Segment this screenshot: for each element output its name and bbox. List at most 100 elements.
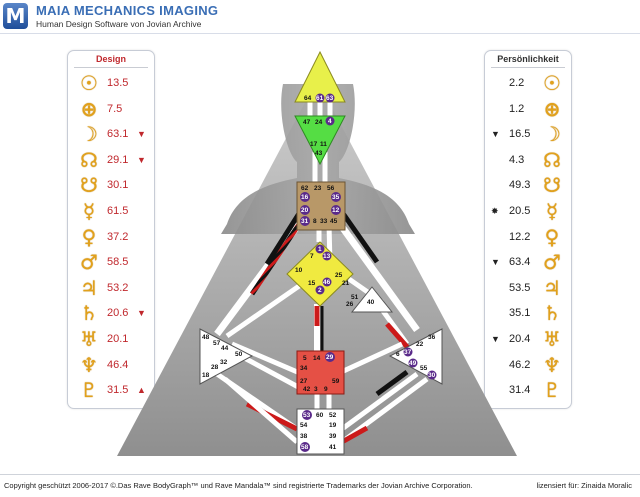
- design-row: ♅ 20.1: [68, 327, 154, 353]
- design-row: ☋30.1: [68, 173, 154, 199]
- app-header: M MAIA MECHANICS IMAGING Human Design So…: [0, 0, 640, 33]
- gate-35: 35: [332, 194, 340, 201]
- design-value: 13.5: [107, 77, 129, 89]
- gate-53: 53: [303, 412, 311, 419]
- gate-12: 12: [332, 207, 340, 214]
- gate-10: 10: [295, 267, 303, 274]
- planet-status-marker: ▼: [137, 308, 146, 319]
- throat-center: 62 23 56 16 35 20 12 31 8 33 45: [296, 181, 346, 231]
- gate-4: 4: [328, 118, 332, 125]
- mars-icon: ♂: [543, 250, 561, 275]
- footer-divider: [0, 474, 640, 475]
- gate-63: 63: [326, 95, 334, 102]
- personality-panel: Persönlichkeit ☉2.2⊕1.2☽16.5▼☊4.3☋49.3☿2…: [484, 50, 572, 409]
- neptune-icon: ♆: [543, 352, 561, 377]
- uranus-icon: ♅: [80, 326, 98, 351]
- sacral-center: 5 14 29 34 27 59 42 3 9: [296, 350, 345, 395]
- moon-icon: ☽: [543, 122, 561, 147]
- gate-19: 19: [329, 422, 337, 429]
- personality-value: 20.4: [509, 332, 531, 345]
- pluto-icon: ♇: [543, 378, 561, 403]
- planet-status-marker: ✸: [491, 205, 499, 216]
- gate-25: 25: [335, 272, 343, 279]
- gate-14: 14: [313, 355, 321, 362]
- gate-39: 39: [329, 433, 337, 440]
- gate-38: 38: [300, 433, 308, 440]
- gate-20: 20: [301, 207, 309, 214]
- gate-50: 50: [235, 351, 243, 358]
- gate-57: 57: [213, 340, 221, 347]
- personality-value: 53.5: [509, 281, 531, 294]
- gate-26: 26: [346, 301, 354, 308]
- design-value: 37.2: [107, 230, 129, 243]
- gate-47: 47: [303, 119, 311, 126]
- ajna-center: 47 24 4 17 11 43: [294, 115, 346, 166]
- design-value: 20.1: [107, 332, 129, 345]
- sun-icon: ☉: [543, 71, 561, 95]
- gate-24: 24: [315, 119, 323, 126]
- planet-status-marker: ▼: [137, 154, 146, 165]
- design-row: ♂58.5: [68, 250, 154, 276]
- gate-44: 44: [221, 345, 229, 352]
- saturn-icon: ♄: [543, 301, 561, 326]
- personality-value: 4.3: [509, 153, 525, 166]
- moon-icon: ☽: [80, 122, 98, 147]
- design-row: ♃53.2: [68, 276, 154, 302]
- personality-list: ☉2.2⊕1.2☽16.5▼☊4.3☋49.3☿20.5✸♀12.2♂63.4▼…: [485, 71, 571, 404]
- gate-59: 59: [332, 378, 340, 385]
- app-subtitle: Human Design Software von Jovian Archive: [36, 19, 202, 29]
- gate-2: 2: [318, 287, 322, 294]
- design-value: 61.5: [107, 204, 129, 217]
- personality-row: ☋ 49.3: [485, 173, 571, 199]
- mercury-icon: ☿: [82, 198, 96, 223]
- root-center: 53 60 52 54 19 38 39 58 41: [296, 408, 345, 455]
- gate-62: 62: [301, 185, 309, 192]
- gate-52: 52: [329, 412, 337, 419]
- earth-icon: ⊕: [543, 96, 561, 121]
- gate-43: 43: [315, 150, 323, 157]
- sun-icon: ☉: [80, 71, 98, 95]
- gate-23: 23: [314, 185, 322, 192]
- personality-row: ♃53.5: [485, 276, 571, 302]
- design-value: 29.1: [107, 153, 129, 166]
- gate-58: 58: [301, 444, 309, 451]
- gate-46: 46: [323, 279, 331, 286]
- gate-8: 8: [313, 218, 317, 225]
- gate-42: 42: [303, 386, 311, 393]
- saturn-icon: ♄: [80, 301, 98, 326]
- g-center: 1 7 13 10 25 15 46 2: [286, 241, 354, 307]
- gate-28: 28: [211, 364, 219, 371]
- north-node-icon: ☊: [80, 147, 98, 172]
- personality-panel-title: Persönlichkeit: [497, 54, 559, 64]
- gate-15: 15: [308, 280, 316, 287]
- gate-61: 61: [316, 95, 324, 102]
- planet-status-marker: ▼: [491, 333, 500, 344]
- mars-icon: ♂: [80, 250, 98, 275]
- solar-plexus-center: 36 22 37 6 49 55 30: [388, 328, 443, 385]
- gate-21: 21: [342, 280, 350, 287]
- venus-icon: ♀: [544, 224, 560, 249]
- personality-row: ♄35.1: [485, 301, 571, 327]
- header-divider: [0, 33, 640, 34]
- neptune-icon: ♆: [80, 352, 98, 377]
- design-row: ♀37.2: [68, 225, 154, 251]
- planet-status-marker: ▼: [137, 129, 146, 140]
- personality-value: 63.4: [509, 256, 531, 269]
- gate-32: 32: [220, 359, 228, 366]
- gate-9: 9: [324, 386, 328, 393]
- design-value: 31.5: [107, 384, 129, 397]
- planet-status-marker: ▲: [137, 385, 146, 396]
- design-row: ♇31.5▲: [68, 378, 154, 404]
- design-value: 63.1: [107, 128, 129, 141]
- personality-value: 31.4: [509, 384, 531, 397]
- gate-60: 60: [316, 412, 324, 419]
- personality-row: ♅20.4▼: [485, 327, 571, 353]
- gate-54: 54: [300, 422, 308, 429]
- planet-status-marker: ▼: [491, 257, 500, 268]
- gate-6: 6: [396, 351, 400, 358]
- personality-value: 49.3: [509, 179, 531, 192]
- south-node-icon: ☋: [543, 173, 561, 198]
- gate-34: 34: [300, 365, 308, 372]
- ego-center: 21 51 26 40: [342, 280, 394, 313]
- gate-11: 11: [320, 141, 327, 148]
